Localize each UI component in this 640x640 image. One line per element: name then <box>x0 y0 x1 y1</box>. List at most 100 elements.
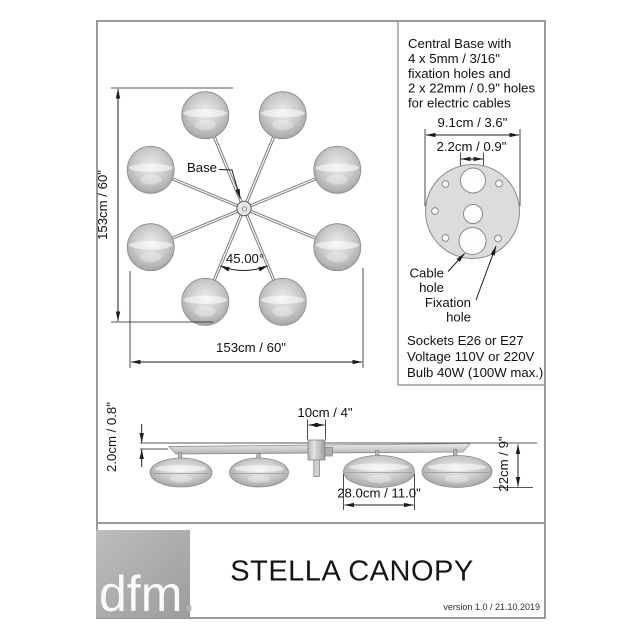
globe-body <box>421 455 493 488</box>
globe <box>258 277 307 326</box>
panel-heading-line: for electric cables <box>408 96 511 111</box>
logo-dot: . <box>182 566 196 622</box>
panel-heading-line: Central Base with <box>408 36 511 51</box>
panel-heading-line: 2 x 22mm / 0.9" holes <box>408 81 535 96</box>
globe-width-dimension: 28.0cm / 11.0" <box>337 474 421 510</box>
panel-heading-line: 4 x 5mm / 3/16" <box>408 51 500 66</box>
globe-highlight <box>140 174 162 185</box>
dimension-label: 28.0cm / 11.0" <box>337 486 421 501</box>
fixation-hole <box>431 207 439 215</box>
fixation-hole <box>495 179 503 188</box>
drawing-border <box>96 20 546 619</box>
panel-heading-line: fixation holes and <box>408 66 511 81</box>
fixation-hole <box>494 234 502 243</box>
center-stem <box>313 459 320 477</box>
globe <box>258 91 307 140</box>
fixation-hole <box>441 234 450 242</box>
globe-band <box>315 241 360 250</box>
globe <box>313 145 362 194</box>
globe-band <box>183 295 228 304</box>
globe-highlight <box>194 306 216 317</box>
globe-side <box>229 457 289 488</box>
central-base-block <box>307 439 326 461</box>
cable-hole-top <box>460 167 486 194</box>
dimension-label: 153cm / 60" <box>216 340 286 355</box>
globe-band <box>260 295 305 304</box>
globe-highlight <box>170 475 192 483</box>
globe-body <box>229 457 289 488</box>
drawing-title: STELLA CANOPY <box>230 556 473 588</box>
globe-highlight <box>326 174 348 185</box>
plate-outer-dimension: 9.1cm / 3.6" <box>424 115 521 206</box>
globe-band <box>234 465 284 472</box>
globe <box>126 145 175 194</box>
hub-hole <box>242 206 248 212</box>
globe-highlight <box>272 120 294 130</box>
globe-highlight <box>272 306 294 317</box>
spec-line: Bulb 40W (100W max.) <box>407 365 543 380</box>
dimension-label: 9.1cm / 3.6" <box>438 115 508 130</box>
globe-band <box>349 463 409 471</box>
globe-band <box>128 163 173 172</box>
angle-label: 45.00° <box>226 251 264 266</box>
globe <box>181 277 230 326</box>
globe-side <box>149 457 213 488</box>
cable-hole-bottom <box>458 227 487 255</box>
detail-panel: Central Base with 4 x 5mm / 3/16" fixati… <box>397 20 546 386</box>
globe-highlight <box>445 475 469 483</box>
fixation-hole-callout: Fixation hole <box>425 245 497 325</box>
dimension-label: 2.0cm / 0.8" <box>104 402 119 472</box>
bar-connector <box>324 447 333 457</box>
cable-hole-label: Cable <box>410 266 444 281</box>
dimension-label: 2.2cm / 0.9" <box>437 139 507 154</box>
globe-body <box>149 457 213 488</box>
globe-highlight <box>140 252 162 262</box>
globe-highlight <box>326 252 348 262</box>
thickness-dimension: 2.0cm / 0.8" <box>104 402 168 472</box>
logo-text: dfm <box>99 566 182 622</box>
version-text: version 1.0 / 21.10.2019 <box>443 602 540 612</box>
globe <box>313 223 362 272</box>
cable-hole-label: hole <box>419 280 444 295</box>
center-width-dimension: 10cm / 4" <box>297 405 353 440</box>
fixation-hole-label: Fixation <box>425 295 471 310</box>
spec-line: Voltage 110V or 220V <box>407 349 535 364</box>
base-plate-detail <box>425 164 520 259</box>
cable-hole-callout: Cable hole <box>410 253 465 295</box>
globe-side <box>343 455 415 488</box>
dimension-label: 22cm / 9" <box>496 436 511 492</box>
globe-band <box>155 465 207 472</box>
leader-line <box>447 253 465 272</box>
dimension-label: 10cm / 4" <box>297 405 353 420</box>
globe <box>181 91 230 140</box>
globe-highlight <box>194 120 216 130</box>
leader-line <box>475 245 497 301</box>
globe-band <box>315 163 360 172</box>
globe-band <box>427 463 487 471</box>
logo-square <box>96 530 190 618</box>
globe-band <box>260 109 305 118</box>
dimension-label: 153cm / 60" <box>95 170 110 240</box>
globe-highlight <box>248 475 270 483</box>
title-block: dfm . STELLA CANOPY version 1.0 / 21.10.… <box>96 522 545 622</box>
globe-band <box>183 109 228 118</box>
detail-panel-border <box>397 20 546 386</box>
globe-body <box>343 455 415 488</box>
fixation-hole <box>441 180 450 188</box>
base-callout: Base <box>187 160 241 199</box>
side-view: 10cm / 4" 2.0cm / 0.8" 28.0cm / 11.0" 22… <box>104 402 537 510</box>
angle-arc <box>219 265 269 272</box>
globe-band <box>128 241 173 250</box>
central-hub <box>236 200 252 217</box>
fixation-hole-label: hole <box>446 310 471 325</box>
angle-dimension: 45.00° <box>219 251 269 272</box>
top-view: Base 45.00° 153cm / 60" 153cm / 60" <box>95 87 364 368</box>
center-hole <box>463 204 483 224</box>
globe-highlight <box>367 475 391 483</box>
base-leader-line <box>218 169 241 199</box>
horizontal-dimension: 153cm / 60" <box>129 268 364 368</box>
globe <box>126 223 175 272</box>
spec-line: Sockets E26 or E27 <box>407 333 524 348</box>
